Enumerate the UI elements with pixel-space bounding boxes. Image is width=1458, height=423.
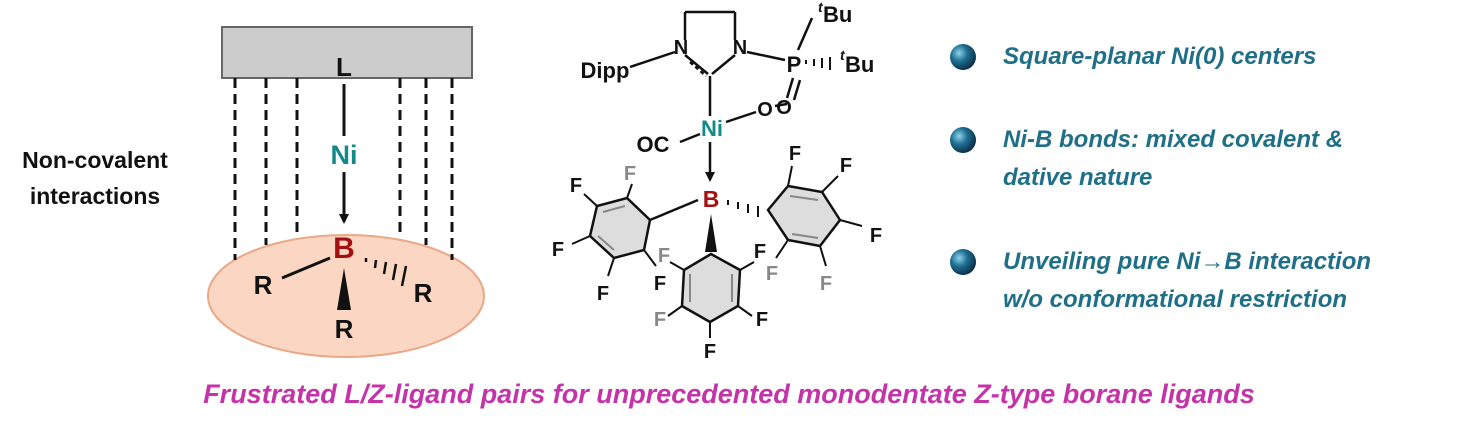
svg-text:F: F: [789, 143, 801, 165]
svg-text:F: F: [552, 239, 564, 261]
nickel-label: Ni: [331, 140, 358, 170]
nitrogen-right-label: N: [733, 37, 747, 59]
tbu-right-prefix: t: [840, 47, 846, 63]
bullet-2-line-2: dative nature: [1003, 164, 1153, 191]
noncovalent-interactions-label: Non-covalent interactions: [0, 142, 190, 214]
molecular-structure: Dipp N N P t Bu t Bu O O Ni OC B F F: [552, 0, 882, 363]
P-tBu-hashed-bond: [805, 57, 831, 70]
support-block: [221, 26, 473, 79]
bullet-ball-icon: [950, 249, 976, 275]
tbu-upper-label: Bu: [823, 2, 852, 27]
boron-center-label: B: [703, 186, 720, 212]
nitrogen-left-label: N: [674, 37, 688, 59]
c6f5-ring-right: F F F F F: [727, 143, 882, 295]
svg-text:F: F: [597, 283, 609, 305]
bullet-2-line-1: Ni-B bonds: mixed covalent &: [1003, 126, 1344, 153]
tbu-upper-prefix: t: [818, 0, 824, 15]
c6f5-ring-bottom: F F F F F: [654, 214, 768, 363]
bullet-3-line-2: w/o conformational restriction: [1003, 286, 1348, 313]
ligand-L-label: L: [336, 52, 352, 82]
substituent-R-right: R: [414, 278, 433, 308]
dipp-label: Dipp: [581, 58, 630, 83]
svg-text:F: F: [624, 163, 636, 185]
svg-text:F: F: [658, 245, 670, 267]
svg-text:F: F: [654, 309, 666, 331]
substituent-R-bottom: R: [335, 314, 354, 344]
bullet-3-line-1: Unveiling pure Ni→B interaction: [1003, 248, 1372, 275]
substituent-R-left: R: [254, 270, 273, 300]
svg-text:F: F: [754, 241, 766, 263]
svg-text:F: F: [654, 273, 666, 295]
bullet-ball-icon: [950, 127, 976, 153]
footer-caption: Frustrated L/Z-ligand pairs for unpreced…: [203, 379, 1255, 409]
bullet-markers: [950, 44, 976, 275]
noncovalent-dashed-lines: [233, 78, 454, 260]
svg-text:F: F: [756, 309, 768, 331]
B-R-hashed-bond: [364, 258, 408, 287]
carbonyl-label: OC: [637, 132, 670, 157]
svg-text:F: F: [766, 263, 778, 285]
bullet-2: Ni-B bonds: mixed covalent & dative natu…: [1003, 121, 1343, 197]
svg-text:F: F: [820, 273, 832, 295]
side-label-line-1: Non-covalent: [22, 147, 168, 173]
svg-text:F: F: [570, 175, 582, 197]
svg-text:F: F: [840, 155, 852, 177]
svg-text:F: F: [870, 225, 882, 247]
schematic-panel: L Ni B R R R: [207, 26, 485, 358]
bullet-ball-icon: [950, 44, 976, 70]
B-R-left-bond: [281, 256, 331, 280]
bullet-3: Unveiling pure Ni→B interaction w/o conf…: [1003, 243, 1371, 319]
svg-text:F: F: [704, 341, 716, 363]
side-label-line-2: interactions: [29, 183, 161, 209]
phosphorus-label: P: [787, 52, 802, 77]
c6f5-ring-left: F F F F F: [552, 163, 699, 305]
bullet-1: Square-planar Ni(0) centers: [1003, 38, 1316, 76]
nickel-center-label: Ni: [701, 116, 723, 141]
ni-bound-oxygen-label: O: [757, 99, 773, 121]
boron-label: B: [333, 232, 355, 265]
bond-lines: [629, 10, 814, 144]
bullet-1-line-1: Square-planar Ni(0) centers: [1003, 43, 1317, 70]
phosphine-oxygen-label: O: [776, 97, 792, 119]
tbu-right-label: Bu: [845, 52, 874, 77]
B-R-wedge-bond: [337, 268, 351, 310]
